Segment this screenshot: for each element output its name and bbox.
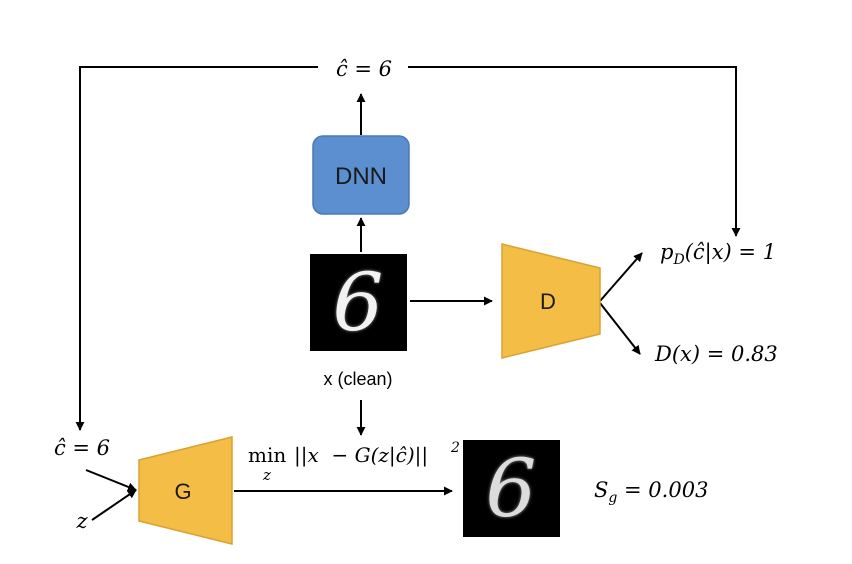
edge-discriminator-to-pd <box>599 252 643 302</box>
clean-image-glyph-glow: 6 <box>333 256 384 349</box>
dnn-box <box>312 135 410 215</box>
x-clean-label: x (clean) <box>323 369 392 389</box>
clean-image-bg <box>310 254 407 351</box>
chat-top-label: ĉ = 6 <box>336 57 392 81</box>
x-clean-text: x (clean) <box>323 369 392 389</box>
objective-expr: ||x − G(z|ĉ)|| <box>294 443 428 468</box>
discriminator-trapezoid <box>501 243 601 359</box>
generator-trapezoid <box>138 436 233 545</box>
objective-sup: 2 <box>450 440 460 456</box>
clean-image: 6 6 <box>310 254 407 351</box>
sg-label-sub: g <box>608 490 617 506</box>
chat-left-label: ĉ = 6 <box>54 436 110 460</box>
discriminator-node: D <box>501 243 601 359</box>
edge-discriminator-to-dx <box>599 302 641 355</box>
objective-min: min <box>248 443 286 467</box>
edge-chat-to-generator <box>75 66 318 431</box>
sg-label-rest: = 0.003 <box>617 478 708 502</box>
edge-z-to-generator <box>91 489 137 521</box>
generated-image-glyph-glow: 6 <box>486 442 537 535</box>
pd-label: pD(ĉ|x) = 1 <box>660 240 776 268</box>
dnn-node: DNN <box>312 135 410 215</box>
generator-label: G <box>174 479 191 504</box>
clean-image-glyph: 6 <box>333 256 384 349</box>
generated-image-glyph: 6 <box>486 442 537 535</box>
generator-node: G <box>138 436 233 545</box>
dx-label: D(x) = 0.83 <box>654 342 778 366</box>
edge-chat-left-to-generator <box>85 469 137 492</box>
objective-formula: min z ||x − G(z|ĉ)|| 2 <box>248 440 460 484</box>
pd-label-sub: D <box>672 252 684 268</box>
objective-min-sub: z <box>262 466 271 484</box>
sg-label: Sg = 0.003 <box>594 478 708 506</box>
generated-image-bg <box>463 440 560 537</box>
pd-label-rest: (ĉ|x) = 1 <box>685 240 776 265</box>
generated-image: 6 6 <box>463 440 560 537</box>
z-input-label: z <box>75 509 88 533</box>
dnn-label: DNN <box>335 163 387 190</box>
edge-chat-to-pd <box>408 66 741 237</box>
pd-label-main: p <box>660 240 673 264</box>
sg-label-main: S <box>594 478 608 502</box>
connectors <box>75 66 741 521</box>
discriminator-label: D <box>540 289 556 314</box>
